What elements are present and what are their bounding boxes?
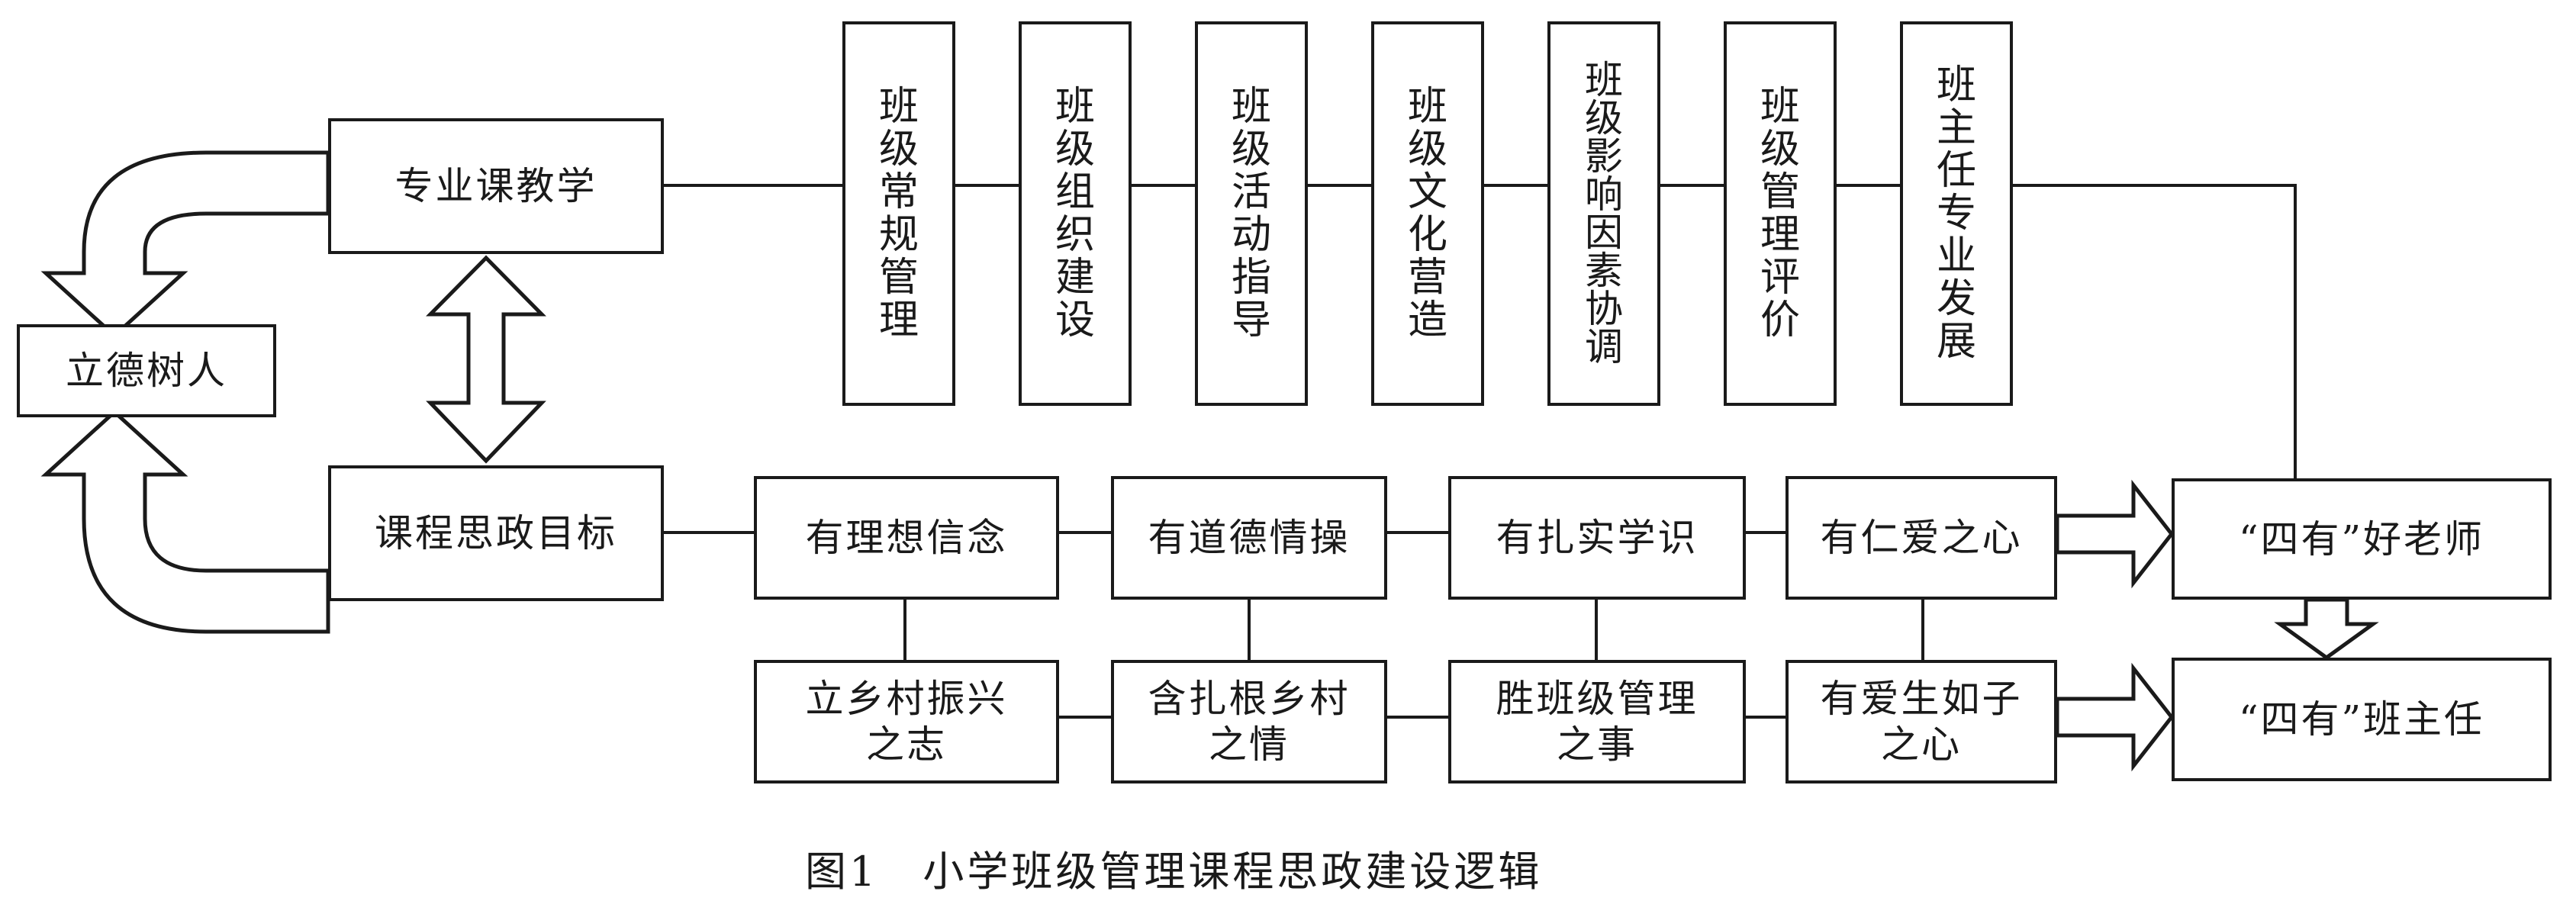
- module-box: 班 级 组 织 建 设: [1019, 21, 1132, 406]
- node-sihao-headteacher: “四有”班主任: [2172, 658, 2552, 781]
- module-label: 班 级 文 化 营 造: [1407, 84, 1447, 343]
- module-label: 班 级 活 动 指 导: [1231, 84, 1271, 343]
- module-box: 班 级 活 动 指 导: [1195, 21, 1308, 406]
- arrow-to-sihao-headteacher: [2055, 662, 2175, 772]
- row2-box: 胜班级管理 之事: [1448, 660, 1746, 783]
- row1-box: 有理想信念: [754, 476, 1059, 600]
- row2-label: 立乡村振兴 之志: [805, 677, 1008, 767]
- arrow-goal-to-lide: [40, 409, 330, 634]
- module-box: 班 级 文 化 营 造: [1371, 21, 1484, 406]
- node-professional-teaching: 专业课教学: [328, 118, 664, 254]
- module-label: 班 主 任 专 业 发 展: [1936, 63, 1976, 365]
- node-lide: 立德树人: [17, 324, 276, 417]
- module-label: 班 级 管 理 评 价: [1760, 84, 1800, 343]
- row2-box: 立乡村振兴 之志: [754, 660, 1059, 783]
- arrow-teacher-to-headteacher: [2274, 597, 2379, 661]
- module-label: 班 级 影 响 因 素 协 调: [1585, 58, 1623, 369]
- row2-label: 胜班级管理 之事: [1496, 677, 1699, 767]
- node-course-goal: 课程思政目标: [328, 465, 664, 601]
- node-sihao-headteacher-label: “四有”班主任: [2238, 697, 2485, 742]
- row1-label: 有理想信念: [805, 516, 1008, 560]
- node-lide-label: 立德树人: [66, 349, 227, 393]
- row2-label: 含扎根乡村 之情: [1148, 677, 1351, 767]
- arrow-to-sihao-teacher: [2055, 479, 2175, 589]
- module-box: 班 级 影 响 因 素 协 调: [1547, 21, 1660, 406]
- row1-box: 有扎实学识: [1448, 476, 1746, 600]
- row1-box: 有道德情操: [1111, 476, 1387, 600]
- module-label: 班 级 组 织 建 设: [1055, 84, 1095, 343]
- node-sihao-teacher-label: “四有”好老师: [2238, 516, 2485, 561]
- node-sihao-teacher: “四有”好老师: [2172, 478, 2552, 600]
- row1-label: 有仁爱之心: [1820, 516, 2023, 560]
- module-box: 班 级 常 规 管 理: [842, 21, 955, 406]
- row1-label: 有道德情操: [1148, 516, 1351, 560]
- row2-box: 含扎根乡村 之情: [1111, 660, 1387, 783]
- row1-label: 有扎实学识: [1496, 516, 1699, 560]
- figure-caption: 图1 小学班级管理课程思政建设逻辑: [805, 848, 1543, 896]
- row1-box: 有仁爱之心: [1785, 476, 2057, 600]
- module-box: 班 级 管 理 评 价: [1724, 21, 1837, 406]
- module-box: 班 主 任 专 业 发 展: [1900, 21, 2013, 406]
- arrow-double-vertical: [426, 255, 546, 464]
- row2-box: 有爱生如子 之心: [1785, 660, 2057, 783]
- module-label: 班 级 常 规 管 理: [878, 84, 919, 343]
- node-course-goal-label: 课程思政目标: [375, 511, 617, 555]
- node-professional-teaching-label: 专业课教学: [394, 164, 597, 208]
- row2-label: 有爱生如子 之心: [1820, 677, 2023, 767]
- arrow-teaching-to-lide: [40, 150, 330, 339]
